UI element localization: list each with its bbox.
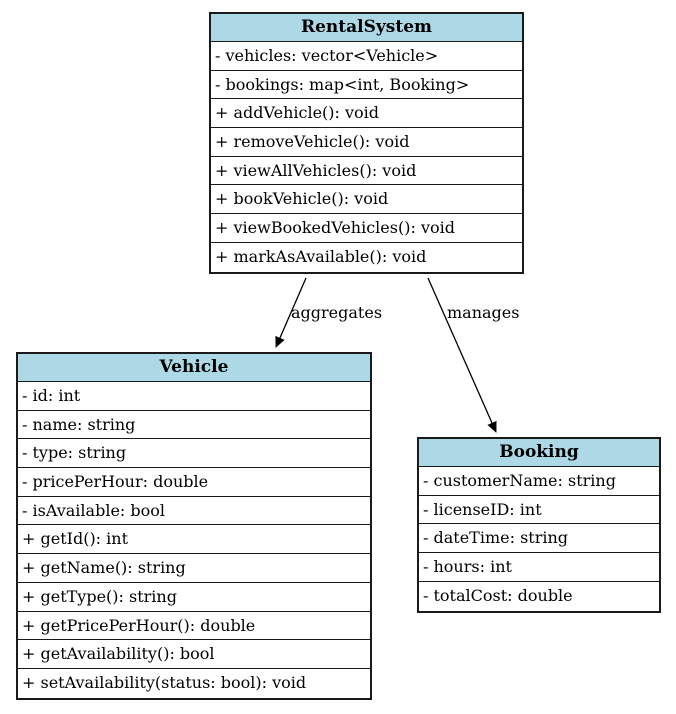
class-member: - id: int xyxy=(18,382,370,411)
booking-class-name: Booking xyxy=(419,439,659,467)
class-member: - bookings: map<int, Booking> xyxy=(211,71,522,100)
class-member: + getAvailability(): bool xyxy=(18,640,370,669)
aggregates-label: aggregates xyxy=(291,303,382,322)
class-member: - isAvailable: bool xyxy=(18,497,370,526)
class-member: - vehicles: vector<Vehicle> xyxy=(211,42,522,71)
class-member: - name: string xyxy=(18,411,370,440)
class-member: + viewAllVehicles(): void xyxy=(211,157,522,186)
rental-system-class: RentalSystem - vehicles: vector<Vehicle>… xyxy=(209,12,524,274)
class-member: + getType(): string xyxy=(18,583,370,612)
class-member: - licenseID: int xyxy=(419,496,659,525)
rental-system-class-name: RentalSystem xyxy=(211,14,522,42)
class-member: + setAvailability(status: bool): void xyxy=(22,672,307,692)
vehicle-class: Vehicle - id: int - name: string - type:… xyxy=(16,352,372,700)
class-member: + getName(): string xyxy=(18,554,370,583)
class-member: + removeVehicle(): void xyxy=(211,128,522,157)
class-member: + viewBookedVehicles(): void xyxy=(211,214,522,243)
class-member: + addVehicle(): void xyxy=(211,99,522,129)
manages-arrow xyxy=(427,277,497,433)
class-member: + markAsAvailable(): void xyxy=(215,246,427,266)
class-member: - hours: int xyxy=(419,553,659,582)
class-member: + getId(): int xyxy=(18,525,370,555)
class-member: + getPricePerHour(): double xyxy=(18,612,370,641)
aggregates-arrow xyxy=(275,277,307,348)
class-member: - totalCost: double xyxy=(423,585,573,605)
manages-label: manages xyxy=(447,303,519,322)
class-member: - customerName: string xyxy=(419,467,659,496)
booking-class: Booking - customerName: string - license… xyxy=(417,437,661,613)
vehicle-class-name: Vehicle xyxy=(18,354,370,382)
class-member: - pricePerHour: double xyxy=(18,468,370,497)
class-member: + bookVehicle(): void xyxy=(211,185,522,215)
class-member: - type: string xyxy=(18,439,370,469)
class-member: - dateTime: string xyxy=(419,524,659,554)
